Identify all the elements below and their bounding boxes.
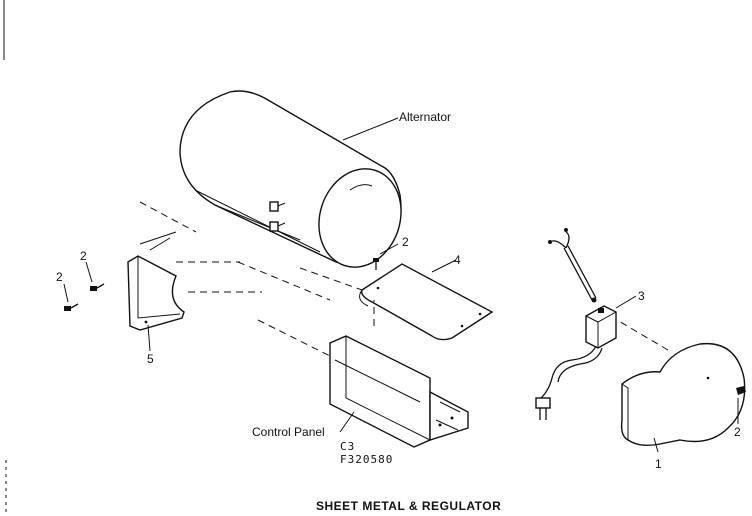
- screw-2-right: [736, 386, 746, 395]
- alternator-label: Alternator: [399, 110, 451, 124]
- part-4-leader-line: [431, 259, 457, 273]
- diagram-title: SHEET METAL & REGULATOR: [316, 499, 501, 513]
- part-3-leader-line: [615, 295, 637, 309]
- part-1-label: 1: [655, 457, 662, 471]
- screw-2-left-a-leader: [63, 283, 69, 303]
- control-panel-part: [329, 335, 469, 448]
- alternator-part: [179, 90, 402, 268]
- part-5-label: 5: [147, 352, 154, 366]
- part-5-leader-line: [147, 324, 151, 352]
- part-3-label: 3: [638, 289, 645, 303]
- screw-2-left-b: [90, 283, 105, 291]
- alignment-lines: [139, 201, 741, 393]
- figure-code-line1: C3: [340, 440, 355, 453]
- top-plate-part-4: [359, 263, 494, 341]
- screw-2-top: [373, 258, 379, 270]
- control-panel-leader-line: [339, 411, 355, 433]
- part-1-leader-line: [653, 437, 659, 453]
- part-2-left-a-label: 2: [56, 270, 63, 284]
- regulator-part-3: [535, 228, 617, 420]
- alternator-leader-line: [342, 117, 399, 141]
- screw-2-left-b-leader: [85, 261, 93, 283]
- end-cover-part-1: [620, 342, 746, 447]
- part-2-top-label: 2: [402, 235, 409, 249]
- side-bracket-part-5: [127, 231, 185, 331]
- screw-2-left-a: [64, 303, 79, 311]
- control-panel-label: Control Panel: [252, 425, 325, 439]
- screw-2-top-leader: [379, 243, 399, 255]
- part-2-left-b-label: 2: [80, 249, 87, 263]
- part-4-label: 4: [454, 253, 461, 267]
- part-2-right-label: 2: [734, 425, 741, 439]
- figure-code-line2: F320580: [340, 453, 393, 466]
